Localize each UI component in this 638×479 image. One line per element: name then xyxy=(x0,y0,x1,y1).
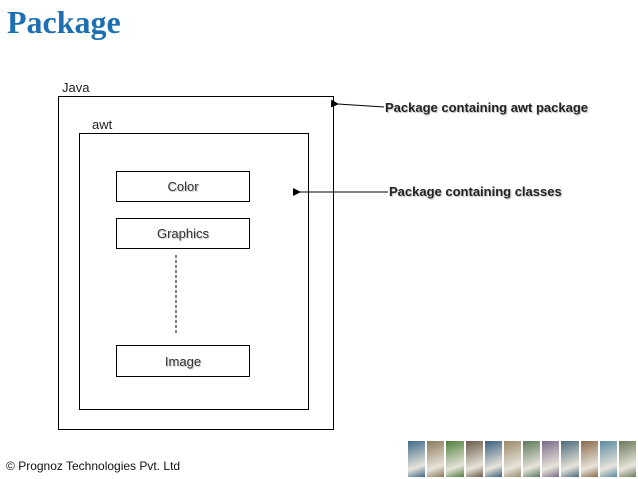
photo-strip-tile xyxy=(523,441,541,477)
class-image: Image xyxy=(116,345,250,377)
photo-strip-image xyxy=(408,441,637,477)
photo-strip-tile xyxy=(446,441,464,477)
copyright-symbol: © xyxy=(6,459,15,473)
class-color: Color xyxy=(116,171,250,202)
photo-strip-tile xyxy=(580,441,598,477)
callout-outer-package: Package containing awt package xyxy=(385,100,589,115)
footer-text: Prognoz Technologies Pvt. Ltd xyxy=(18,459,181,473)
photo-strip-tile xyxy=(542,441,560,477)
slide-title: Package xyxy=(7,4,121,40)
photo-strip-tile xyxy=(427,441,445,477)
outer-callout-arrow xyxy=(330,99,385,108)
callout-inner-package: Package containing classes xyxy=(389,184,562,199)
awt-package-label: awt xyxy=(92,117,113,132)
photo-strip-tile xyxy=(503,441,522,477)
class-graphics: Graphics xyxy=(116,218,250,249)
java-package-label: Java xyxy=(62,80,90,95)
photo-strip-tile xyxy=(408,441,426,477)
photo-strip-tile xyxy=(484,441,502,477)
photo-strip-tile xyxy=(618,441,637,477)
photo-strip-tile xyxy=(599,441,617,477)
photo-strip-tile xyxy=(561,441,579,477)
photo-strip-tile xyxy=(465,441,483,477)
footer-copyright: © Prognoz Technologies Pvt. Ltd xyxy=(6,459,180,473)
